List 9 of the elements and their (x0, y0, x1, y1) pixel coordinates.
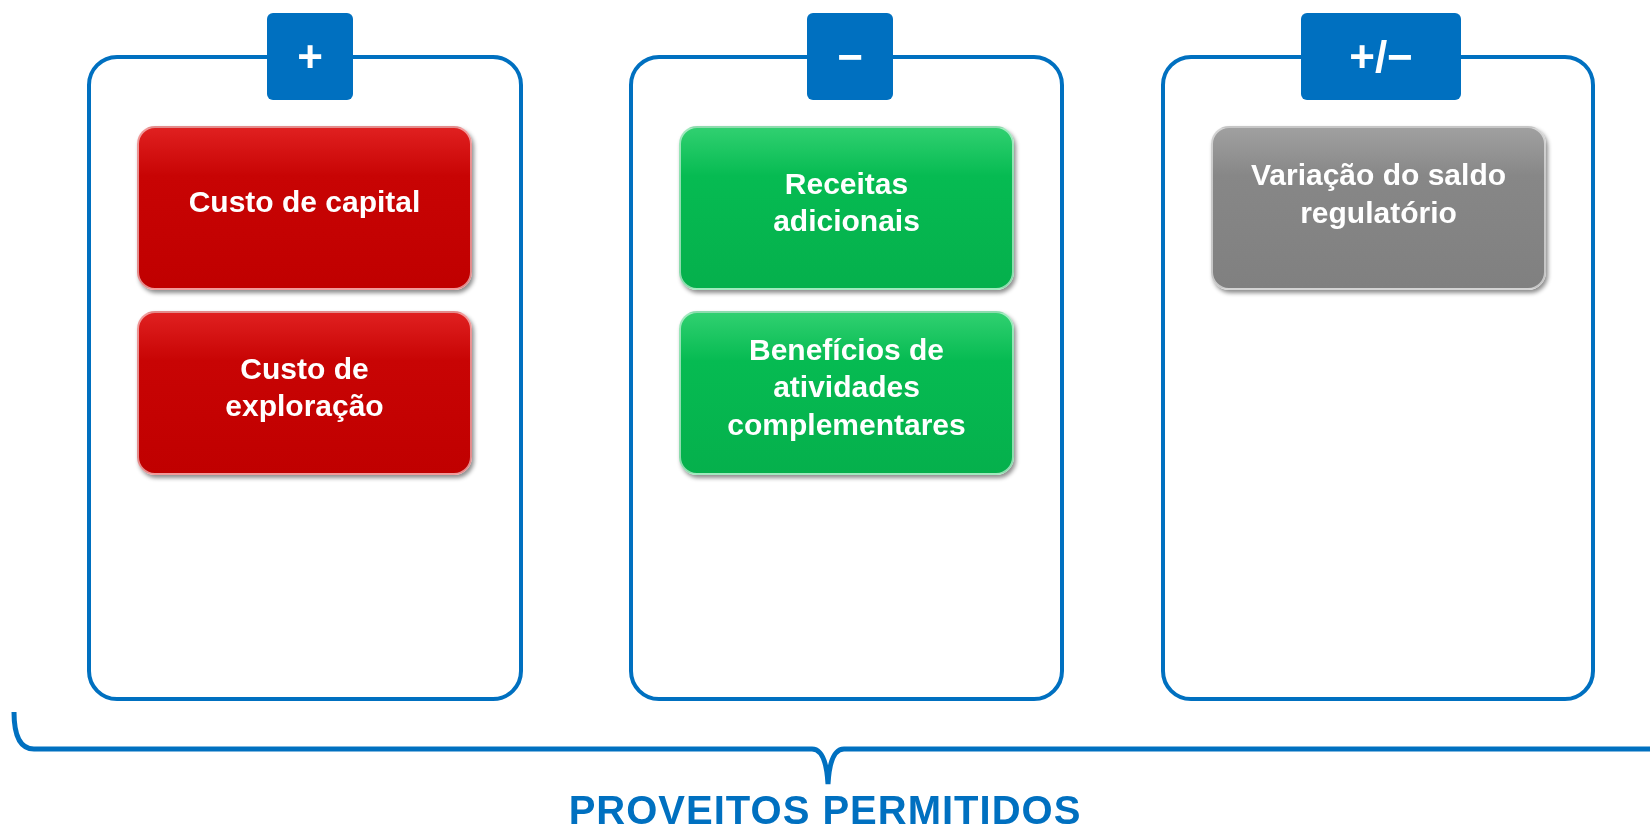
caption: PROVEITOS PERMITIDOS (567, 788, 1083, 828)
component-box: Custo de exploração (137, 311, 472, 475)
sign-tab: − (807, 13, 893, 100)
component-box: Custo de capital (137, 126, 472, 290)
component-box: Variação do saldo regulatório (1211, 126, 1546, 290)
sign-tab: + (267, 13, 353, 100)
component-box: Benefícios de atividades complementares (679, 311, 1014, 475)
component-box: Receitas adicionais (679, 126, 1014, 290)
sign-tab: +/− (1301, 13, 1461, 100)
